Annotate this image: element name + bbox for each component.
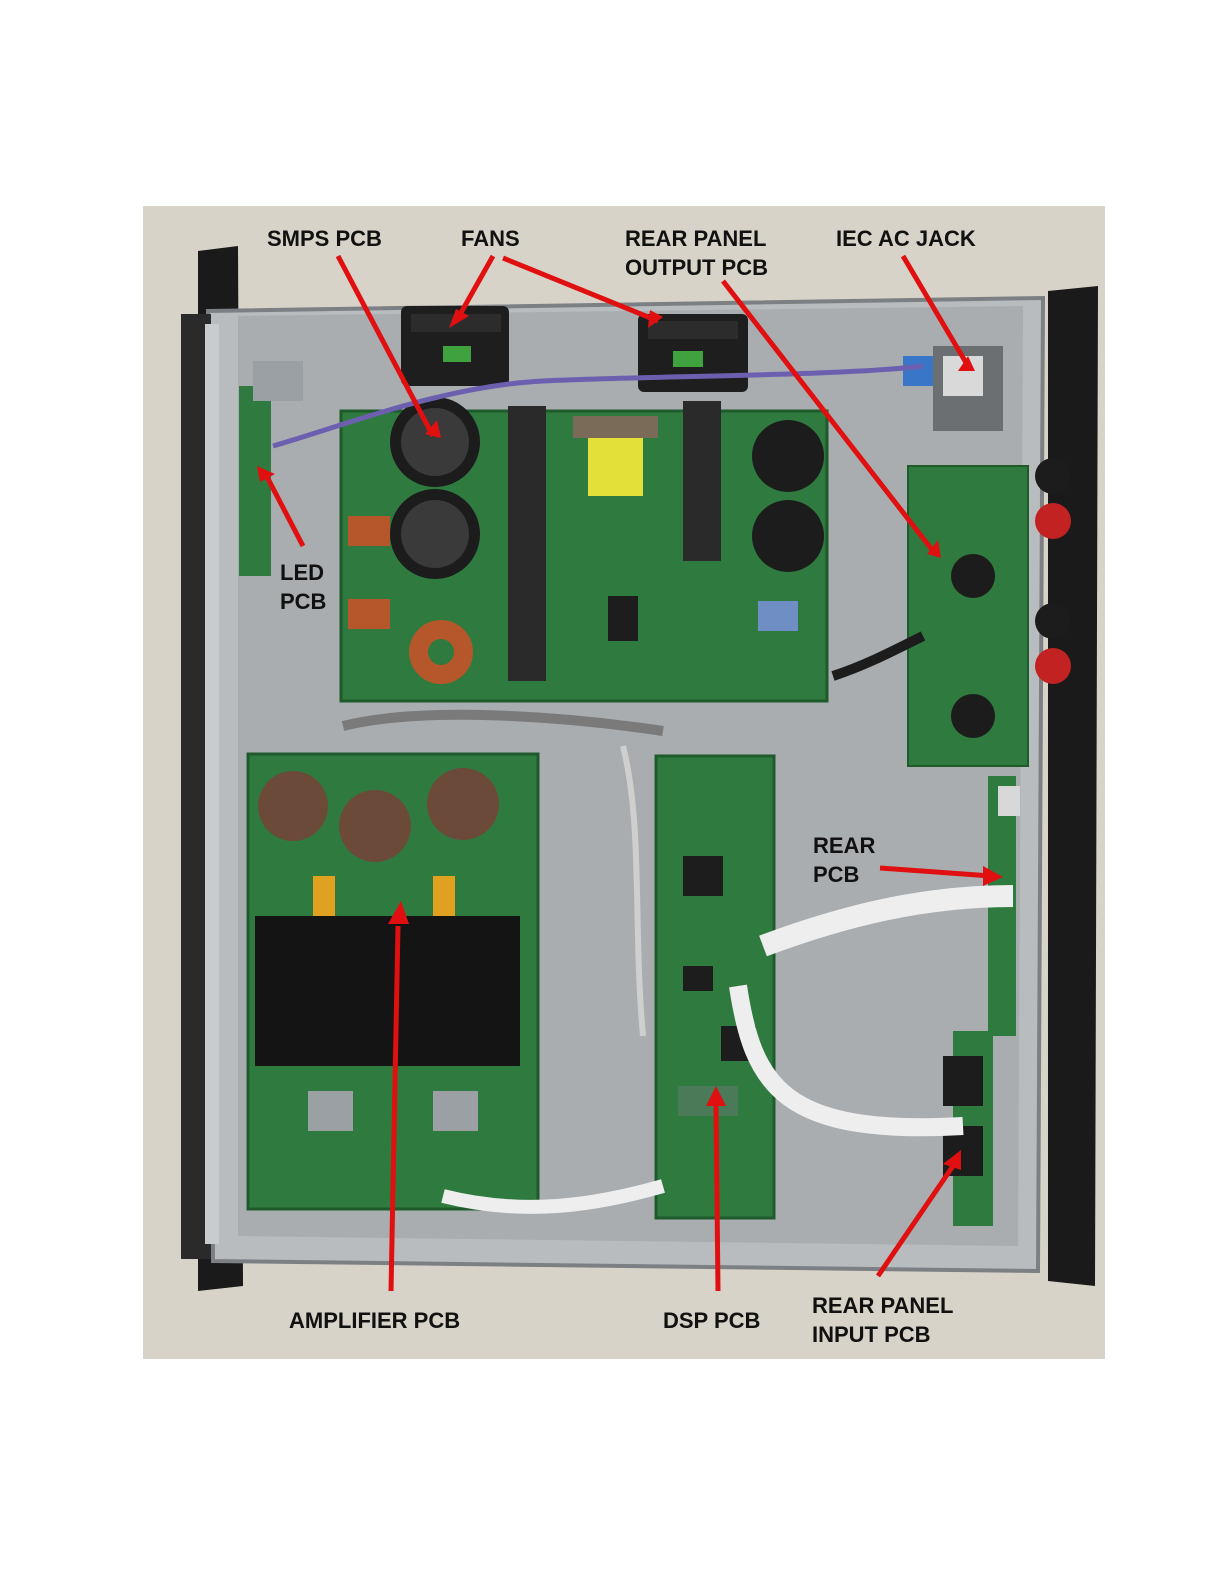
label-led-pcb: LED PCB	[280, 558, 326, 616]
label-rear-line2: PCB	[813, 860, 875, 889]
chassis-illustration	[143, 206, 1105, 1359]
label-rear-output-line1: REAR PANEL	[625, 224, 768, 253]
label-smps-line1: SMPS PCB	[267, 224, 382, 253]
smps-board	[341, 397, 827, 701]
label-rear-panel-output-pcb: REAR PANEL OUTPUT PCB	[625, 224, 768, 282]
label-fans-line1: FANS	[461, 224, 520, 253]
label-dsp-line1: DSP PCB	[663, 1306, 760, 1335]
label-rear-input-line2: INPUT PCB	[812, 1320, 953, 1349]
label-rear-input-line1: REAR PANEL	[812, 1291, 953, 1320]
label-fans: FANS	[461, 224, 520, 253]
label-rear-line1: REAR	[813, 831, 875, 860]
amplifier-interior-photo: SMPS PCB FANS REAR PANEL OUTPUT PCB IEC …	[143, 206, 1105, 1359]
label-iec-line1: IEC AC JACK	[836, 224, 976, 253]
right-rack-ear	[1048, 286, 1098, 1286]
label-smps-pcb: SMPS PCB	[267, 224, 382, 253]
label-amplifier-pcb: AMPLIFIER PCB	[289, 1306, 460, 1335]
label-led-line1: LED	[280, 558, 326, 587]
label-rear-output-line2: OUTPUT PCB	[625, 253, 768, 282]
label-led-line2: PCB	[280, 587, 326, 616]
label-rear-pcb: REAR PCB	[813, 831, 875, 889]
label-rear-panel-input-pcb: REAR PANEL INPUT PCB	[812, 1291, 953, 1349]
label-amplifier-line1: AMPLIFIER PCB	[289, 1306, 460, 1335]
label-iec-ac-jack: IEC AC JACK	[836, 224, 976, 253]
label-dsp-pcb: DSP PCB	[663, 1306, 760, 1335]
fan-right	[638, 314, 748, 392]
rear-panel-output-board	[908, 458, 1071, 766]
